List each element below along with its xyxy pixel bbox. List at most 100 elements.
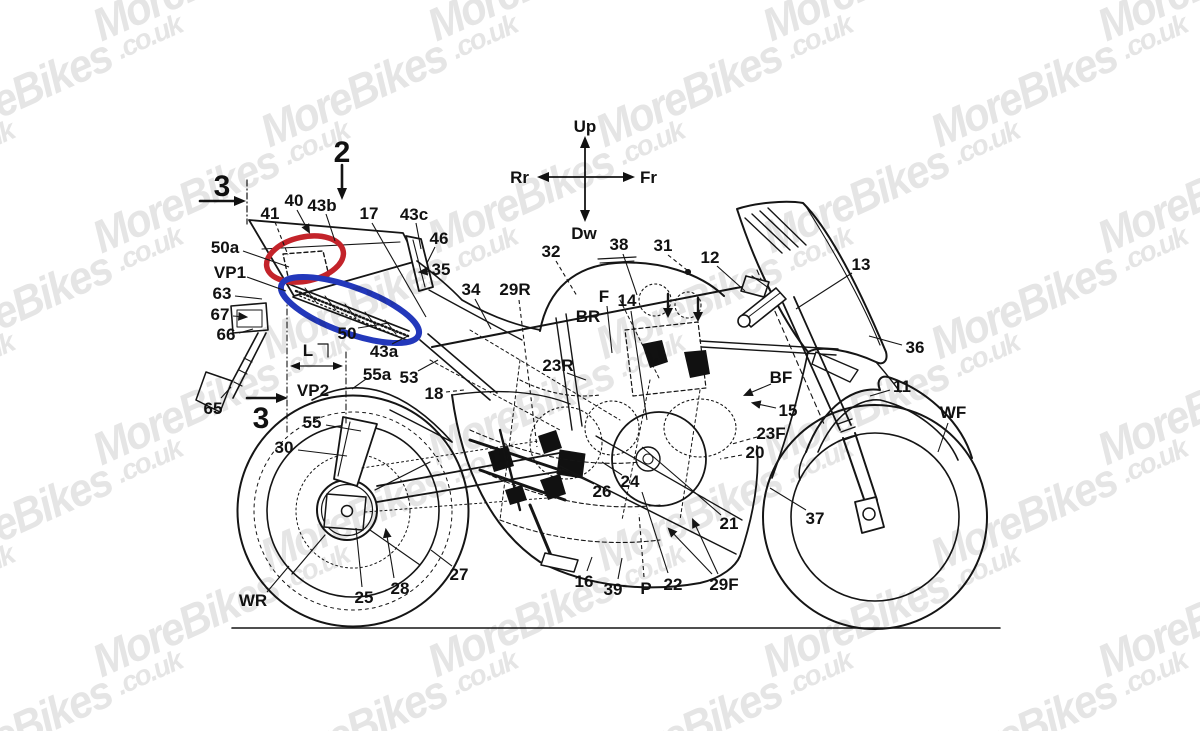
part-label-63: 63	[213, 284, 232, 303]
compass-front-label: Fr	[640, 168, 657, 187]
leader-line	[415, 222, 422, 250]
leader-line	[445, 389, 465, 393]
leader-line	[869, 389, 891, 397]
swingarm	[361, 439, 586, 513]
leader-line	[355, 527, 363, 588]
leader-line	[351, 378, 367, 390]
part-label-21: 21	[720, 514, 739, 533]
leader-line	[371, 222, 427, 318]
part-label-40: 40	[285, 191, 304, 210]
leader-dot	[685, 269, 691, 275]
part-label-P: P	[640, 579, 651, 598]
leader-line	[667, 527, 713, 575]
part-label-26: 26	[593, 482, 612, 501]
leader-line	[297, 449, 348, 457]
part-label-F: F	[599, 287, 609, 306]
part-label-50: 50	[338, 324, 357, 343]
part-label-66: 66	[217, 325, 236, 344]
leader-line	[638, 513, 645, 578]
part-label-55a: 55a	[363, 365, 392, 384]
part-label-50a: 50a	[211, 238, 240, 257]
leader-line	[234, 295, 263, 300]
leader-line	[750, 400, 777, 409]
part-label-14: 14	[618, 291, 637, 310]
leader-line	[731, 436, 758, 445]
fuel-tank	[539, 256, 725, 332]
part-label-41: 41	[261, 204, 280, 223]
leader-line	[641, 446, 722, 516]
leader-line	[601, 461, 623, 476]
part-label-23R: 23R	[542, 356, 573, 375]
rear-shock	[333, 416, 378, 487]
part-label-65: 65	[204, 399, 223, 418]
part-label-46: 46	[430, 229, 449, 248]
part-label-23F: 23F	[756, 424, 785, 443]
part-label-WR: WR	[239, 591, 267, 610]
leader-line	[641, 491, 669, 574]
section-3-top-label: 3	[214, 170, 231, 203]
leader-line	[716, 265, 746, 292]
dimension-L-VP2	[290, 343, 347, 425]
part-label-BF: BF	[770, 368, 793, 387]
linkage-cluster	[468, 428, 579, 573]
part-label-BR: BR	[576, 307, 601, 326]
leader-line	[474, 298, 492, 330]
handlebar	[737, 275, 787, 328]
section-2-label: 2	[334, 136, 351, 169]
bolt-symbol-icon	[663, 292, 703, 322]
part-label-17: 17	[360, 204, 379, 223]
leader-line	[430, 549, 453, 567]
section-marker-3-bottom	[245, 295, 288, 433]
part-label-24: 24	[621, 472, 640, 491]
front-wheel	[762, 404, 988, 630]
part-label-VP2: VP2	[297, 381, 329, 400]
compass-up-label: Up	[574, 117, 597, 136]
part-label-16: 16	[575, 572, 594, 591]
leader-line	[426, 246, 436, 264]
part-label-29F: 29F	[709, 575, 738, 594]
leader-line	[220, 386, 232, 399]
leader-line	[325, 213, 336, 242]
engine	[429, 283, 737, 573]
leader-line	[238, 328, 254, 334]
rear-wheel	[236, 394, 470, 628]
license-stalk	[195, 302, 269, 413]
section-marker-2	[337, 163, 347, 200]
leader-line	[586, 556, 593, 572]
section-marker-3-top	[198, 179, 248, 225]
part-label-12: 12	[701, 248, 720, 267]
part-label-43a: 43a	[370, 342, 399, 361]
part-label-22: 22	[664, 575, 683, 594]
part-label-L: L	[303, 341, 313, 360]
part-label-29R: 29R	[499, 280, 530, 299]
leader-line	[246, 276, 287, 292]
leader-line	[417, 359, 439, 372]
compass-rear-label: Rr	[510, 168, 529, 187]
part-label-34: 34	[462, 280, 481, 299]
leader-line	[692, 518, 719, 575]
part-label-13: 13	[852, 255, 871, 274]
leader-line	[555, 260, 578, 297]
leader-line	[561, 468, 595, 485]
leader-line	[391, 335, 409, 345]
leader-lines	[220, 209, 949, 593]
leader-line	[795, 272, 853, 310]
part-label-55: 55	[303, 413, 322, 432]
part-label-32: 32	[542, 242, 561, 261]
part-label-25: 25	[355, 588, 374, 607]
part-label-43b: 43b	[307, 196, 336, 215]
red-highlight-ellipse	[263, 233, 347, 285]
part-label-11: 11	[893, 377, 911, 396]
part-label-18: 18	[425, 384, 444, 403]
leader-line	[417, 266, 432, 276]
leader-line	[274, 221, 289, 256]
part-label-43c: 43c	[400, 205, 428, 224]
part-label-36: 36	[906, 338, 925, 357]
part-label-15: 15	[779, 401, 798, 420]
windscreen	[699, 200, 901, 479]
leader-line	[296, 209, 311, 234]
part-label-37: 37	[806, 509, 825, 528]
